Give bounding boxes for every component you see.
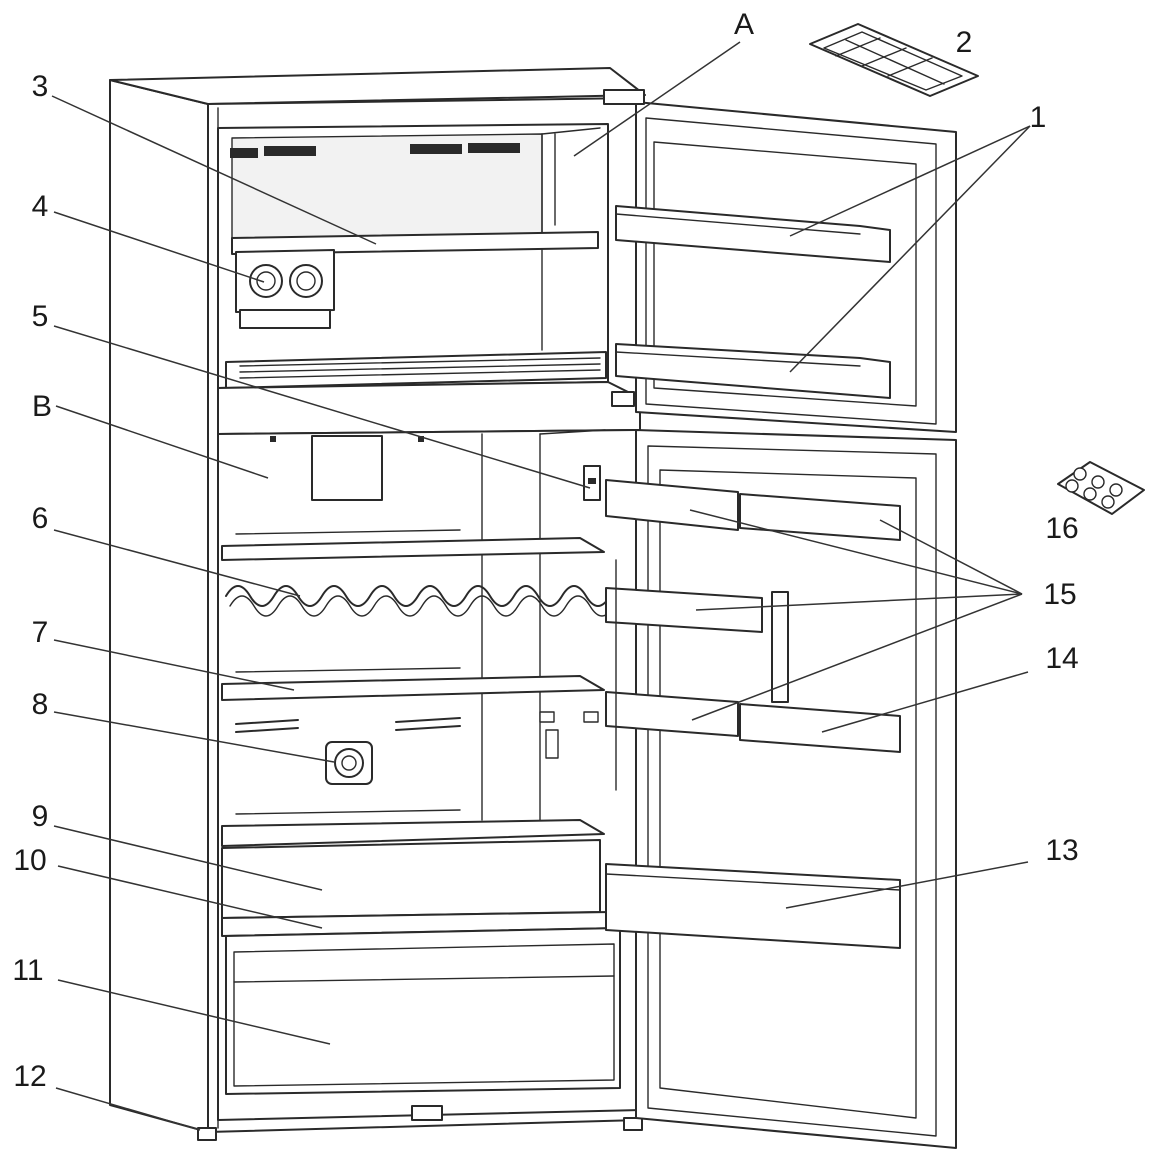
egg-tray <box>1057 461 1145 515</box>
callout-7: 7 <box>32 616 49 649</box>
fridge-light-housing <box>311 435 383 501</box>
callout-9: 9 <box>32 800 49 833</box>
compartment-divider <box>217 381 641 435</box>
door-bin-lower-left <box>605 691 739 737</box>
callout-B: B <box>32 390 52 423</box>
ice-tray-knobs <box>235 249 335 329</box>
callout-12: 12 <box>13 1060 46 1093</box>
door-bin-upper-left <box>605 479 739 531</box>
fridge-shelf-1 <box>221 537 605 561</box>
callout-A: A <box>734 8 754 41</box>
adjustable-foot <box>197 1127 217 1141</box>
callout-3: 3 <box>32 70 49 103</box>
ice-tray <box>809 23 979 97</box>
door-bin-lower-right <box>739 703 901 753</box>
callout-2: 2 <box>956 26 973 59</box>
cabinet-side-panel <box>109 79 209 1133</box>
fridge-shelf-3 <box>221 819 605 847</box>
freezer-compartment <box>217 123 641 435</box>
callout-6: 6 <box>32 502 49 535</box>
bottom-grille <box>411 1105 443 1121</box>
fan-icon <box>325 741 373 785</box>
fridge-door <box>605 429 957 1149</box>
door-bin-upper-right <box>739 493 901 541</box>
wine-rack <box>225 585 611 607</box>
freezer-shelf <box>231 231 599 255</box>
callout-labels: A 2 1 3 4 5 B 6 7 8 9 10 11 12 13 14 15 … <box>12 8 1078 1093</box>
callout-10: 10 <box>13 844 46 877</box>
callout-11: 11 <box>12 954 43 987</box>
freezer-vent-right-2 <box>468 143 520 153</box>
freezer-vent-right-1 <box>410 144 462 154</box>
freezer-vent-left-2 <box>264 146 316 156</box>
door-bin-middle <box>605 587 763 633</box>
callout-1: 1 <box>1030 101 1047 134</box>
fridge-compartment <box>197 429 643 1141</box>
freezer-door <box>603 89 957 433</box>
leader-lines <box>51 41 1031 1131</box>
callout-8: 8 <box>32 688 49 721</box>
freezer-wire-shelf <box>225 351 607 389</box>
callout-13: 13 <box>1045 834 1078 867</box>
callout-4: 4 <box>32 190 49 223</box>
fridge-shelf-2 <box>221 675 605 701</box>
freezer-door-shelf-lower <box>615 343 891 399</box>
callout-16: 16 <box>1045 512 1078 545</box>
callout-14: 14 <box>1045 642 1078 675</box>
callout-15: 15 <box>1043 578 1076 611</box>
freezer-vent-left-1 <box>230 148 258 158</box>
door-bin-bottom <box>605 863 901 949</box>
callout-5: 5 <box>32 300 49 333</box>
